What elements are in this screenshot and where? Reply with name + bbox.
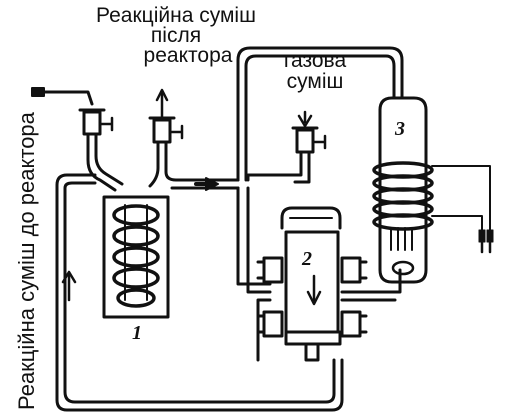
reactor-vessel <box>102 195 170 319</box>
return-pipe-loop <box>55 173 344 412</box>
heater-coil <box>372 161 434 231</box>
pump-valve-top-right <box>340 256 368 284</box>
gas-mixture-label-line2: суміш <box>286 70 344 93</box>
outlet-valve-icon <box>152 118 172 144</box>
pump-valve-bottom-right <box>340 310 368 338</box>
heater-vessel <box>378 108 428 254</box>
reactor-number: 1 <box>132 322 142 344</box>
after-reactor-label-line1: Реакційна суміш <box>96 4 256 27</box>
gas-mixture-label-line1: газова <box>283 49 347 72</box>
return-pipe-loop-inner <box>63 181 336 404</box>
electric-lead-lower <box>431 215 483 236</box>
reactor-coil <box>112 204 160 308</box>
pump-number: 2 <box>302 248 312 270</box>
after-reactor-label-line3: реактора <box>143 44 233 67</box>
pump-body <box>280 206 342 230</box>
electric-lead-upper <box>431 165 491 236</box>
after-reactor-label: Реакційна суміш після реактора <box>56 4 296 67</box>
before-reactor-label: Реакційна суміш до реактора <box>14 112 39 410</box>
gas-mixture-label: газова суміш <box>255 50 375 92</box>
pump-valve-bottom-left <box>256 310 284 338</box>
pump-to-heater-pipe <box>236 46 404 182</box>
inlet-line <box>38 90 94 106</box>
heater-tubes <box>390 227 413 251</box>
heater-number: 3 <box>395 118 405 140</box>
after-reactor-label-line2: після <box>150 24 202 47</box>
inlet-valve-icon <box>82 110 102 136</box>
gas-valve-icon <box>295 128 315 154</box>
pump-valve-top-left <box>256 256 284 284</box>
